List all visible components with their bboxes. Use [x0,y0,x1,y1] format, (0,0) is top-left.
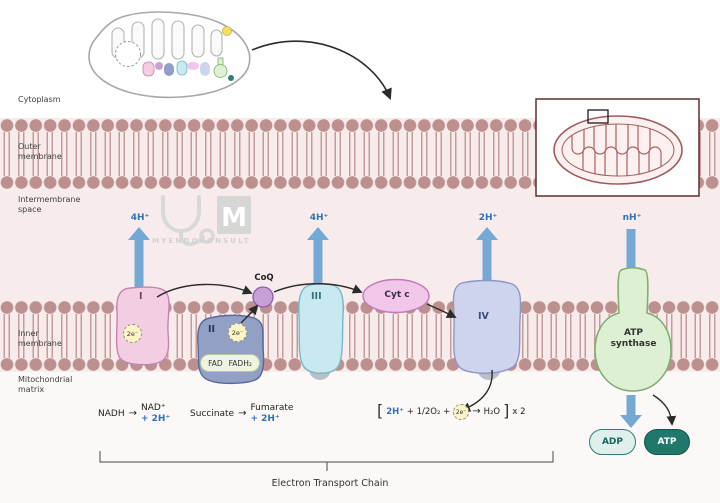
water-reaction: [ 2H⁺ + 1/2O₂ + 2e⁻ → H₂O ] x 2 [377,401,526,420]
nadh-label: NADH [98,409,125,420]
complex-iv-label: IV [478,311,489,322]
reaction-arrow-icon: → [472,406,481,417]
complex-i-shape [115,286,170,366]
watermark-m-box [217,196,251,234]
reaction-arrow-icon: → [128,408,137,420]
fumarate-label: Fumarate [250,403,294,413]
inset-cristae [571,124,662,176]
complex-iii-label: III [311,291,322,302]
lipid-heads-row [0,357,720,372]
succinate-label: Succinate [190,409,235,420]
coq-label: CoQ [254,273,274,283]
multiplier-label: x 2 [512,407,526,417]
cyt-c-label: Cyt c [384,290,410,300]
oxygen-label: + 1/2O₂ + [406,407,451,417]
bracket-close: ] [503,401,510,420]
region-label-intermembrane-space: Intermembrane space [18,195,81,215]
fumarate-protons-label: + 2H⁺ [250,414,280,425]
proton-label-complex-iv: 2H⁺ [478,213,498,223]
watermark-letter: M [221,203,247,233]
bracket-open: [ [377,401,384,420]
zoom-arrow [251,40,392,100]
arrow-coq-to-cytc [273,283,363,294]
inner-membrane-bilayer [0,300,720,372]
electron-pair-complex-ii: 2e⁻ [228,323,247,342]
adp-molecule: ADP [589,429,636,455]
region-label-cytoplasm: Cytoplasm [18,95,61,104]
proton-arrow-atp-synthase [620,229,642,288]
proton-label-atp-synthase: nH⁺ [622,213,642,223]
proton-arrows [128,227,642,428]
mitochondrion-cartoon [88,11,251,99]
region-label-outer-membrane: Outer membrane [18,142,62,162]
tca-cycle-dashed-circle [115,41,141,67]
water-label: H₂O [483,407,501,417]
proton-label-complex-iii: 4H⁺ [309,213,329,223]
proton-arrow-complex-iii [307,227,329,290]
stethoscope-icon [161,195,201,234]
arrow-cytc-to-civ [426,303,457,318]
complex-ii-label: II [208,324,216,335]
proton-arrow-complex-i [128,227,150,296]
fad-pill: FAD FADH₂ [200,354,260,372]
region-label-mitochondrial-matrix: Mitochondrial matrix [18,375,73,395]
electron-pair-complex-i: 2e⁻ [123,324,142,343]
proton-arrow-to-atp [620,395,642,428]
arrow-ci-to-coq [156,283,253,298]
coq-shape [252,286,274,308]
cartoon-mini-complexes [142,26,234,81]
diagram-caption: Electron Transport Chain [271,478,389,489]
mitochondrion-inset-box [535,98,700,197]
reaction-arrow-icon: → [238,408,247,420]
atp-synthase-shape [594,267,672,392]
proton-arrow-complex-iv [476,227,498,286]
lipid-heads-row [0,300,720,315]
fadh2-label: FADH₂ [228,358,252,368]
lipid-tails [0,314,720,336]
nad-label: NAD⁺ [140,403,166,413]
proton-label-complex-i: 4H⁺ [130,213,150,223]
lipid-tails [0,336,720,358]
complex-i-label: I [139,291,143,302]
watermark-logo: M [161,195,251,247]
inset-zoom-indicator [587,109,609,124]
electron-pair-reaction: 2e⁻ [453,404,470,420]
complex-iv-shape [452,279,522,374]
atp-synthase-label: ATP synthase [610,328,657,350]
water-protons-label: 2H⁺ [386,407,404,417]
arrow-cii-to-coq [240,304,259,324]
cartoon-cristae [111,18,223,60]
etc-bracket [99,451,554,471]
region-label-inner-membrane: Inner membrane [18,329,62,349]
cyt-c-shape [362,278,430,314]
cartoon-atp-highlight [222,26,232,36]
atp-molecule: ATP [644,429,690,455]
nadh-reaction: NADH → NAD⁺ + 2H⁺ [98,403,170,426]
watermark-brand-text: MYENDOCONSULT [152,237,251,245]
fad-label: FAD [208,358,223,368]
succinate-reaction: Succinate → Fumarate + 2H⁺ [190,403,293,426]
nad-protons-label: + 2H⁺ [140,414,171,425]
arrow-synthase-to-atp [652,394,677,426]
